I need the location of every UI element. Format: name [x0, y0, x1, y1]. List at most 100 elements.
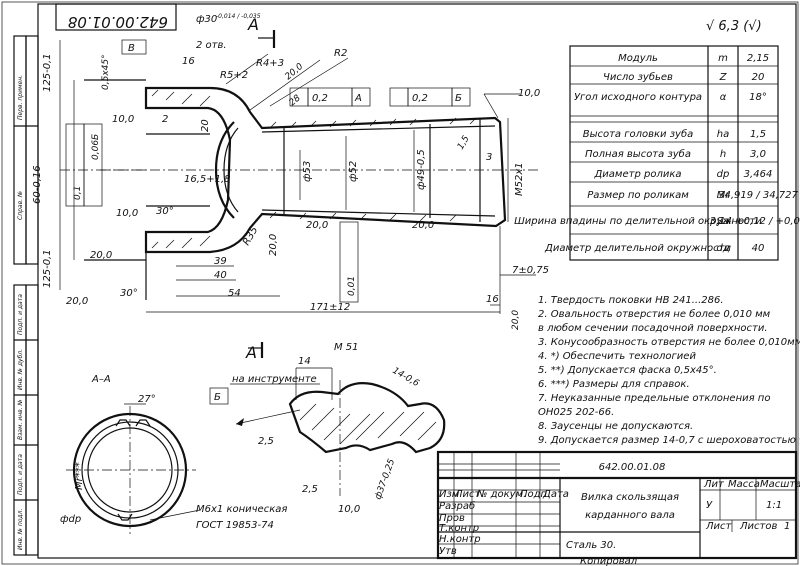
note-8: ОН025 202-66. — [538, 407, 614, 418]
stamp-podp1: Подп. и дата — [17, 294, 24, 335]
technical-notes: 1. Твердость поковки НВ 241...286. 2. Ов… — [538, 295, 800, 446]
title-block: 642.00.01.08 Вилка скользящая карданного… — [436, 450, 800, 566]
signature-grid — [438, 452, 560, 558]
dim-0-5-chamfer: 0,5х45° — [101, 54, 111, 90]
dim-20-0-ear: 20,0 — [268, 234, 279, 256]
sheet-frame — [37, 3, 797, 559]
section-a-a: A–A 27° Mr*** фdр М6х1 коническая ГОСТ 1… — [60, 374, 287, 534]
dim-20-top: 20,0 — [284, 62, 306, 83]
row-utv: Утв — [439, 546, 457, 557]
param-name-8: Ширина впадины по делительной окружности — [514, 216, 762, 227]
title-code: 642.00.01.08 — [599, 462, 666, 473]
dim-30deg: 30° — [156, 206, 174, 217]
stamp-vzam: Взам. инв. № — [17, 399, 24, 440]
note-4: 4. *) Обеспечить технологией — [538, 350, 696, 362]
hatching-main — [151, 89, 477, 249]
param-sym-1: Z — [719, 72, 728, 83]
datum-b-box: Б — [214, 392, 221, 403]
tol-vert-3: 0,01 — [347, 276, 357, 296]
col-doc: № докум. — [476, 489, 526, 500]
tol-vert-1: 0,1 — [73, 186, 83, 200]
col-izm: Изм — [439, 489, 460, 500]
drawing-number-box: 642.00.01.08 — [55, 3, 177, 31]
param-name-7: Размер по роликам — [587, 190, 689, 201]
dim-1-5: 1,5 — [456, 134, 472, 152]
title-material: Сталь 30. — [566, 540, 616, 551]
tol-vert-2: 0,06 — [91, 140, 101, 160]
copied-label: Копировал — [580, 556, 638, 566]
sheets-value: 1 — [784, 521, 790, 532]
dim-2: 2 — [162, 114, 168, 125]
section-letter-top: A — [247, 15, 259, 34]
datum-v-box: В — [128, 43, 135, 54]
param-name-5: Полная высота зуба — [585, 148, 691, 160]
dim-d52: ф52 — [348, 161, 359, 182]
dim-27deg: 27° — [138, 394, 156, 405]
section-arrow-top: A — [247, 15, 276, 48]
stamp-inv-dubl: Инв. № дубл. — [17, 349, 24, 390]
dim-m51: М 51 — [334, 342, 359, 353]
dim-2-5: 2,5 — [258, 436, 274, 447]
col-list: Лист — [454, 489, 482, 500]
note-2: в любом сечении посадочной поверхности. — [538, 322, 768, 334]
dim-7: 7±0,75 — [512, 265, 549, 276]
param-sym-5: h — [720, 149, 726, 160]
dim-20-ear: 20 — [200, 119, 211, 132]
tol-vert-base: Б — [91, 134, 101, 140]
dim-20-0-right: 20,0 — [511, 310, 521, 330]
dim-d30-tol: -0,014 / -0,035 — [216, 13, 261, 20]
dim-d49: ф49-0,5 — [416, 149, 427, 190]
drawing-number-rotated: 642.00.01.08 — [68, 13, 168, 31]
dim-r2: R2 — [334, 48, 347, 59]
row-nkontr: Н.контр — [439, 534, 481, 545]
dim-m6: М6х1 коническая — [196, 504, 287, 515]
param-val-5: 3,0 — [750, 149, 766, 160]
col-sign: Подп — [520, 489, 548, 500]
note-3: 3. Конусообразность отверстия не более 0… — [538, 336, 800, 348]
dim-10-0-tooth: 10,0 — [338, 504, 360, 515]
section-label: A–A — [91, 374, 111, 385]
note-1: 2. Овальность отверстия не более 0,010 м… — [538, 308, 771, 320]
param-name-4: Высота головки зуба — [583, 128, 694, 140]
dim-54: 54 — [228, 288, 241, 299]
view-label: на инструменте — [232, 374, 317, 385]
param-sym-7: Mr — [717, 190, 731, 201]
stamp-podp2: Подп. и дата — [17, 454, 24, 495]
param-val-2: 18° — [749, 92, 767, 103]
lit-value: У — [706, 500, 713, 511]
stamp-inv-podl: Инв. № подл. — [17, 509, 24, 550]
dim-14-2: 14-0,6 — [391, 366, 421, 389]
dim-20-0-shaft1: 20,0 — [306, 220, 328, 231]
row-prov: Пров — [439, 513, 465, 524]
dimension-lines — [59, 40, 536, 314]
dim-d37: ф37-0,25 — [373, 457, 397, 501]
tol-frame-1-value: 0,2 — [312, 93, 328, 104]
param-val-9: 40 — [752, 243, 765, 254]
hdr-scale: Масштаб — [760, 478, 800, 490]
dim-r4: R4+3 — [256, 58, 284, 69]
param-sym-9: dд — [716, 243, 729, 254]
dim-16: 16 — [182, 56, 195, 67]
dim-two-holes: 2 отв. — [196, 40, 227, 51]
dim-3: 3 — [486, 152, 492, 163]
param-sym-2: α — [720, 92, 727, 103]
dim-20-0-roughness: 20,0 — [66, 296, 88, 307]
param-sym-6: dр — [717, 169, 730, 180]
params-table: Модуль m 2,15 Число зубьев Z 20 Угол исх… — [514, 45, 800, 261]
dim-10-0-b: 10,0 — [116, 208, 138, 219]
side-stamp: Перв. примен. Справ. № Подп. и дата Инв.… — [13, 35, 39, 556]
stamp-perv: Перв. примен. — [17, 75, 24, 120]
dim-14: 14 — [298, 356, 311, 367]
dim-2-5-b: 2,5 — [302, 484, 318, 495]
note-10: 9. Допускается размер 14-0,7 с шероховат… — [538, 435, 800, 446]
dim-gost: ГОСТ 19853-74 — [196, 520, 274, 531]
dim-10-0: 10,0 — [112, 114, 134, 125]
param-val-0: 2,15 — [747, 53, 769, 64]
dim-10-0-right: 10,0 — [518, 88, 540, 99]
section-letter-view: A — [245, 343, 257, 362]
param-name-1: Число зубьев — [603, 71, 673, 83]
dim-20-0-left: 20,0 — [90, 250, 112, 261]
note-6: 6. ***) Размеры для справок. — [538, 379, 690, 390]
dim-125-bottom: 125-0,1 — [42, 249, 53, 288]
